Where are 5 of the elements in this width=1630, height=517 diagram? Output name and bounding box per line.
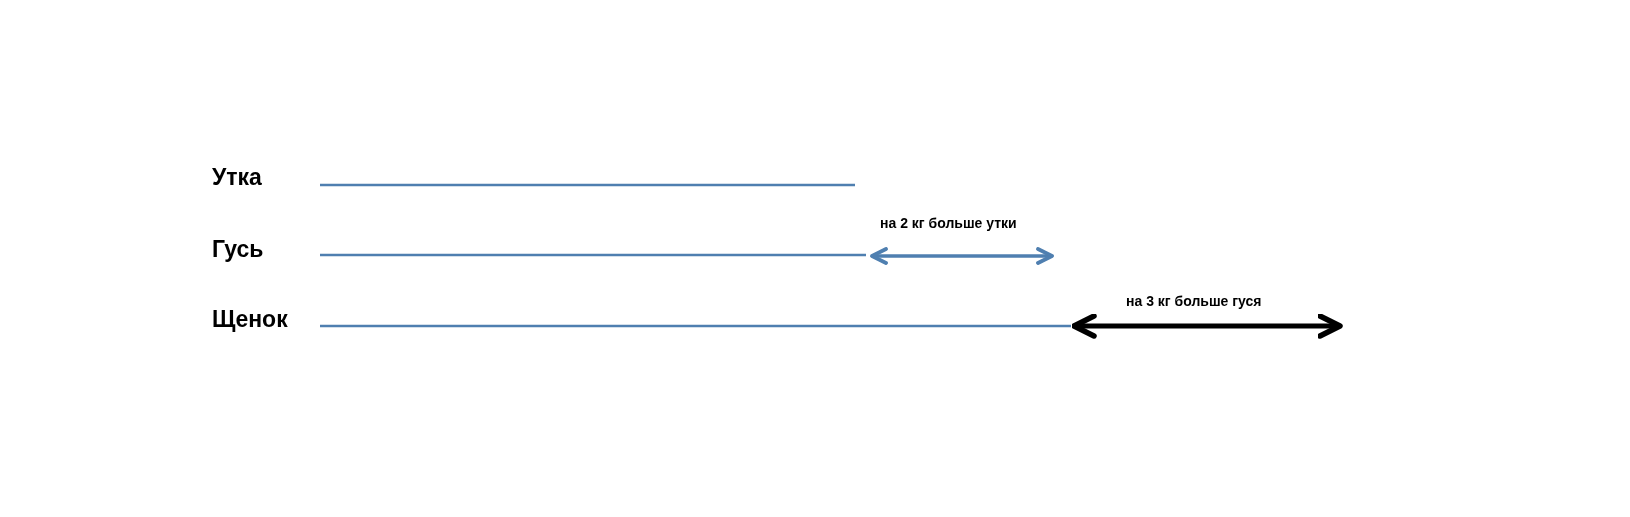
dimension-label: на 3 кг больше гуся: [1126, 293, 1262, 309]
dimension-label: на 2 кг больше утки: [880, 215, 1017, 231]
name-label: Утка: [212, 164, 262, 191]
name-label: Гусь: [212, 236, 264, 263]
name-label: Щенок: [212, 306, 288, 333]
